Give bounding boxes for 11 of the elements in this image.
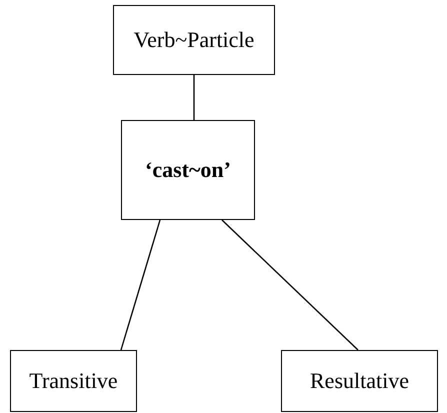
node-label: Verb~Particle [134,26,254,54]
connector-line [193,75,195,120]
text-box [281,350,438,412]
node-label: Resultative [310,367,409,395]
node-label: ‘cast~on’ [145,156,231,184]
node-label: Transitive [29,367,118,395]
connector-line [222,220,358,350]
text-box [10,350,137,412]
text-box [121,120,255,220]
connector-line [120,220,161,350]
text-box [113,5,275,75]
